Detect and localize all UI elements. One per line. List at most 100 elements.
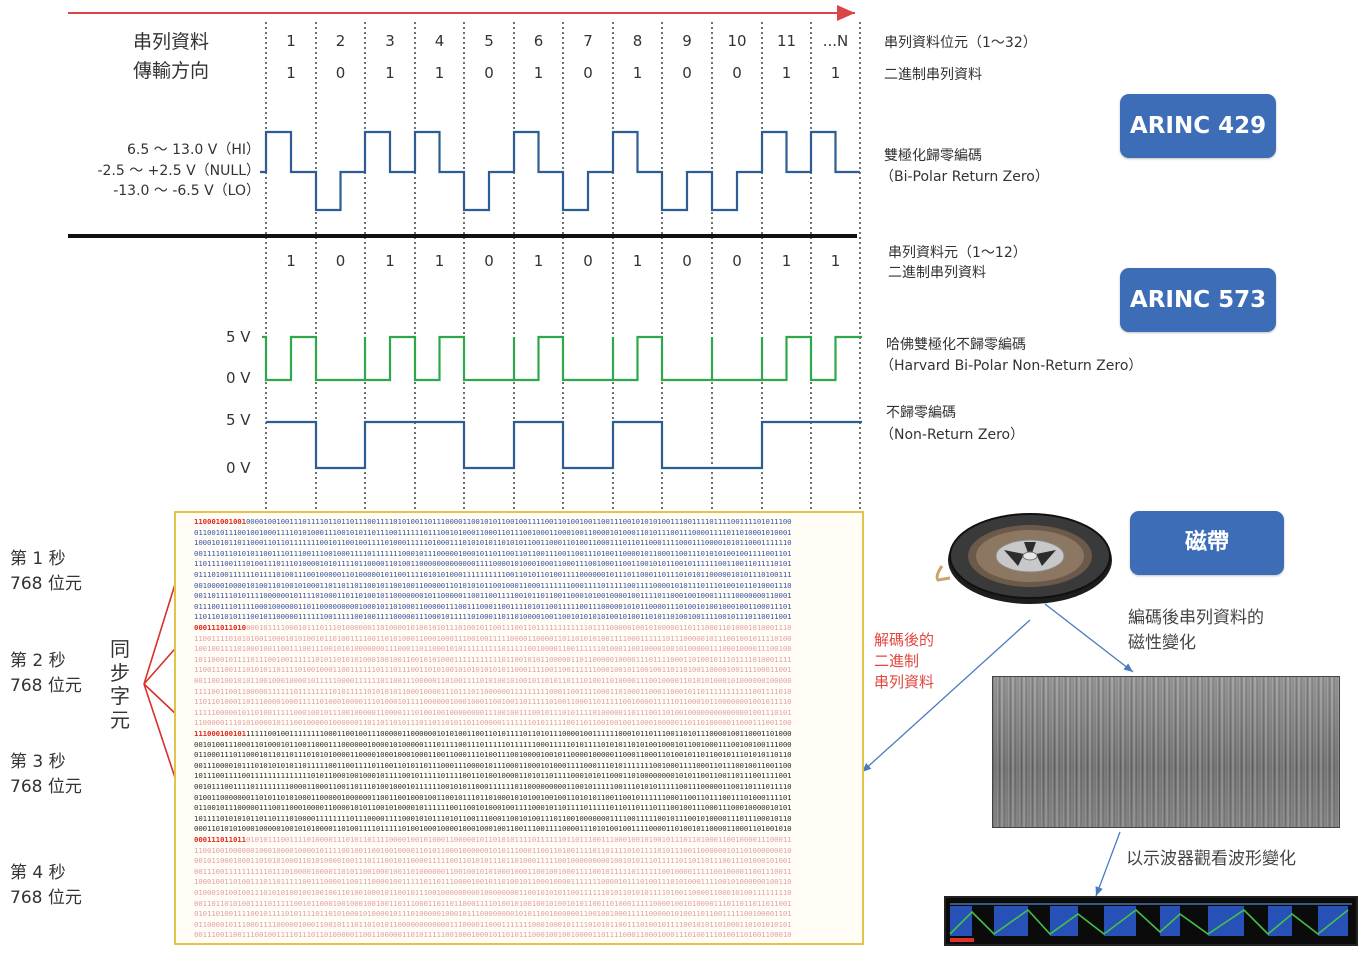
binary-line: 0110010111000001110011000100001100001010…	[194, 803, 792, 813]
tape-note-line-2: 磁性變化	[1128, 633, 1196, 653]
binary-line: 0011100001011101010101011011111001100111…	[194, 760, 792, 770]
bit-position-1: 1	[286, 32, 296, 50]
second-2-label: 第 2 秒 768 位元	[10, 649, 82, 699]
sync-word-bits: 111000100101	[194, 729, 246, 738]
arinc429-bit-5: 0	[484, 64, 494, 82]
second-3-title: 第 3 秒	[10, 752, 66, 772]
second-1-title: 第 1 秒	[10, 549, 66, 569]
second-3-label: 第 3 秒 768 位元	[10, 750, 82, 800]
second-3-count: 768 位元	[10, 777, 82, 797]
bit-position-5: 5	[484, 32, 494, 50]
arinc573-bit-11: 1	[781, 252, 792, 270]
bipolar-rz-english-label: （Bi-Polar Return Zero）	[880, 169, 1049, 185]
binary-serial-label-429: 二進制串列資料	[884, 67, 982, 83]
binary-line: 1100111101010100110001010100101101001111…	[194, 633, 792, 643]
arinc429-bit-3: 1	[385, 64, 395, 82]
binary-line: 0110001110110001011011011101010100001100…	[194, 750, 792, 760]
bit-position-9: 9	[682, 32, 692, 50]
binary-line: 1001001111010001001100111001110010101000…	[194, 644, 792, 654]
arinc573-bit-9: 0	[682, 252, 692, 270]
oscilloscope-trace	[949, 903, 1352, 942]
binary-line: 0110010111001001000111101010001110010101…	[194, 527, 792, 537]
sync-word-bits: 000111011011	[194, 835, 246, 844]
binary-line: 0111001110111100010000001101100000000010…	[194, 601, 792, 611]
binary-line: 1100010010010000100100111011110110110111…	[194, 517, 792, 526]
arinc429-bit-11: 1	[781, 64, 792, 82]
nrz-label: 不歸零編碼	[886, 405, 956, 421]
binary-line: 1011100111100111111111111110101100010010…	[194, 771, 792, 781]
tape-note-line-1: 編碼後串列資料的	[1128, 608, 1264, 628]
decoded-label-line-2: 二進制	[874, 652, 920, 670]
arinc573-bit-3: 1	[385, 252, 395, 270]
tape-magnetic-note: 編碼後串列資料的 磁性變化	[1128, 606, 1264, 656]
binary-line: 0001110110110101011100111101000011101011…	[194, 835, 792, 844]
binary-line: 1011110101010110110111010000111111110111…	[194, 813, 792, 823]
second-2-count: 768 位元	[10, 676, 82, 696]
arinc573-bit-4: 1	[434, 252, 445, 270]
oscilloscope-note: 以示波器觀看波形變化	[1126, 849, 1296, 869]
arinc429-bit-12: 1	[830, 64, 841, 82]
arinc429-bit-1: 1	[286, 64, 296, 82]
second-1-count: 768 位元	[10, 574, 82, 594]
direction-line-2: 傳輸方向	[132, 60, 209, 82]
arinc429-bit-6: 1	[533, 64, 544, 82]
binary-line: 0001101010100010000010010101000011010011…	[194, 824, 792, 834]
voltage-range-labels: 6.5 ～ 13.0 V（HI） -2.5 ～ +2.5 V（NULL） -13…	[60, 140, 260, 202]
bit-position-label-573: 串列資料元（1～12）	[888, 245, 1027, 261]
sync-word-bits: 000111011010	[194, 623, 246, 632]
arinc429-bit-9: 0	[682, 64, 692, 82]
sync-word-label: 同步字元	[110, 637, 130, 732]
binary-line: 0100010100100111010101001001001001101001…	[194, 888, 792, 897]
tape-reel-icon	[935, 513, 1112, 604]
arinc573-bit-2: 0	[335, 252, 346, 270]
bit-position-label: 串列資料位元（1～32）	[884, 35, 1037, 51]
binary-line: 0011011110101111000000101111010001101101…	[194, 591, 792, 601]
binary-line: 1101101010111001011000001111110011111001…	[194, 612, 792, 622]
bit-position-6: 6	[533, 32, 544, 50]
binary-line: 1011000101111011100100111111010110101010…	[194, 654, 792, 664]
binary-line: 0100110000000110101101010001100000100000…	[194, 792, 792, 802]
voltage-lo-label: -13.0 ～ -6.5 V（LO）	[113, 183, 260, 199]
voltage-5v-label-a: 5 V	[226, 328, 251, 346]
arinc573-bit-8: 1	[632, 252, 643, 270]
arinc429-bit-4: 1	[434, 64, 445, 82]
arinc429-bit-10: 0	[732, 64, 742, 82]
binary-line: 0010111001111011111111000011000110011011…	[194, 782, 792, 791]
arinc-573-badge: ARINC 573	[1120, 268, 1276, 332]
non-return-zero-waveform	[266, 420, 862, 470]
bit-position-3: 3	[385, 32, 395, 50]
arinc573-bit-5: 0	[484, 252, 494, 270]
binary-line: 0011100111111111101110100001000011010110…	[194, 866, 792, 876]
voltage-null-label: -2.5 ～ +2.5 V（NULL）	[97, 162, 260, 179]
binary-line: 0011110110101011001110111001110010001111…	[194, 548, 792, 558]
binary-line: 0011100110011100100111101110110100000110…	[194, 930, 792, 940]
binary-line: 0010100111000110100010110011000111000000…	[194, 739, 792, 749]
bipolar-return-zero-waveform	[260, 130, 860, 212]
second-4-label: 第 4 秒 768 位元	[10, 861, 82, 911]
decoded-label-line-1: 解碼後的	[874, 631, 935, 649]
binary-line: 1101101000110111000010001111101000100001…	[194, 697, 792, 707]
binary-line: 1000101011011000110110111111100101100100…	[194, 538, 792, 548]
voltage-hi-label: 6.5 ～ 13.0 V（HI）	[126, 142, 260, 158]
binary-line: 1111001100110000011111101111111101011111…	[194, 686, 792, 696]
magnetic-pattern-image	[992, 676, 1340, 828]
second-2-title: 第 2 秒	[10, 651, 66, 671]
arinc429-bit-7: 0	[583, 64, 593, 82]
second-1-label: 第 1 秒 768 位元	[10, 547, 82, 597]
harvard-bipolar-nrz-waveform	[262, 335, 862, 382]
binary-line: 1110001001011111100100111111110001100100…	[194, 729, 792, 738]
magnetic-tape-badge: 磁帶	[1130, 511, 1284, 575]
oscilloscope-display	[944, 896, 1358, 946]
binary-line: 1100111001110101011011110100100011001111…	[194, 665, 792, 675]
binary-line: 0101101001111001011110101111011010100010…	[194, 909, 792, 919]
bit-position-12: ...N	[822, 32, 849, 50]
binary-line: 1111100000101101001111100010010111001000…	[194, 707, 792, 717]
harvard-bipolar-label: 哈佛雙極化不歸零編碼	[886, 337, 1026, 353]
direction-line-1: 串列資料	[132, 31, 209, 53]
binary-line: 1100100100000010001000010000101111001001…	[194, 845, 792, 855]
bit-position-11: 11	[776, 32, 797, 50]
bipolar-rz-label: 雙極化歸零編碼	[884, 148, 982, 164]
bit-position-8: 8	[632, 32, 643, 50]
nrz-english-label: （Non-Return Zero）	[880, 427, 1025, 443]
